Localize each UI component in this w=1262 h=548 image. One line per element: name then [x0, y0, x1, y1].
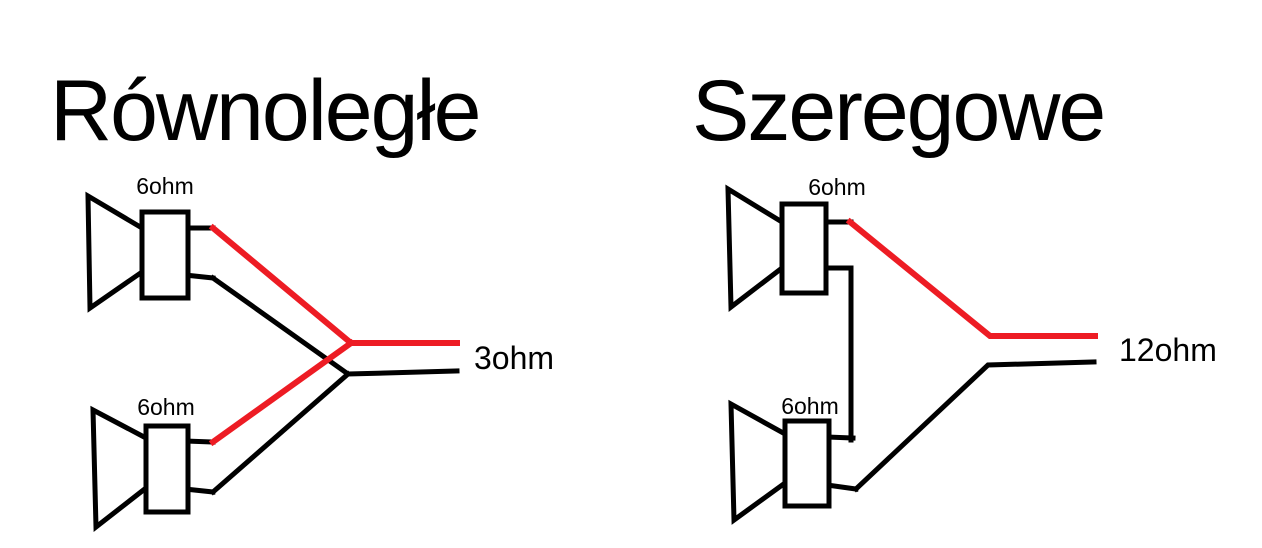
parallel-title: Równoległe	[50, 63, 479, 159]
speaker-impedance-label: 6ohm	[781, 393, 839, 419]
series-title: Szeregowe	[692, 63, 1104, 159]
terminal-stub	[824, 482, 859, 492]
speaker-cone	[728, 399, 788, 525]
parallel-positive-wire-top	[208, 223, 460, 346]
speaker-magnet	[139, 209, 191, 301]
parallel-speaker-top: 6ohm	[85, 173, 194, 313]
series-result-label: 12ohm	[1119, 332, 1217, 368]
speaker-cone	[90, 405, 149, 533]
parallel-result-label: 3ohm	[474, 340, 554, 376]
speaker-magnet	[143, 423, 191, 515]
speaker-magnet	[782, 418, 832, 509]
series-diagram: Szeregowe 6ohm 6ohm 12o	[692, 63, 1217, 525]
speaker-cone	[725, 184, 785, 312]
parallel-positive-wire-bottom	[208, 338, 356, 447]
series-negative-wire	[852, 359, 1097, 493]
speaker-impedance-label: 6ohm	[808, 174, 866, 200]
parallel-speaker-bottom: 6ohm	[90, 394, 195, 533]
series-link-wire	[821, 265, 854, 443]
speaker-impedance-label: 6ohm	[137, 394, 195, 420]
speaker-magnet	[779, 201, 829, 296]
speaker-impedance-label: 6ohm	[136, 173, 194, 199]
parallel-negative-wire-bottom	[209, 370, 352, 496]
speaker-cone	[85, 191, 145, 313]
parallel-diagram: Równoległe 6ohm 6ohm	[50, 63, 554, 533]
series-positive-wire	[845, 217, 1098, 339]
series-speaker-bottom: 6ohm	[728, 393, 839, 525]
series-speaker-top: 6ohm	[725, 174, 866, 312]
